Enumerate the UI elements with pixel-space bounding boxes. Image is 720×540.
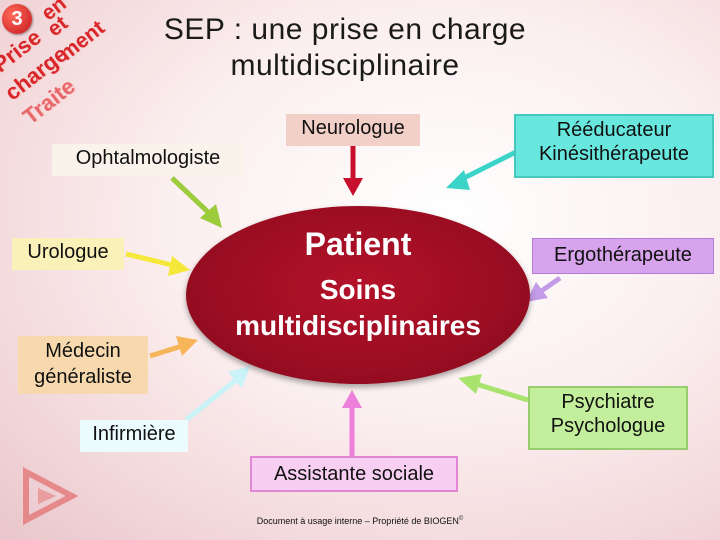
footer-label: Document à usage interne – Propriété de … xyxy=(257,516,459,526)
reeducateur-line-1: Rééducateur xyxy=(520,118,708,142)
reeducateur-box: Rééducateur Kinésithérapeute xyxy=(514,114,714,178)
patient-label: Patient xyxy=(186,226,530,263)
assistante-sociale-box: Assistante sociale xyxy=(250,456,458,492)
urologue-arrow xyxy=(126,254,190,276)
soins-line-2: multidisciplinaires xyxy=(186,308,530,344)
assistante-arrow xyxy=(342,390,362,456)
reeducateur-arrow xyxy=(446,150,520,190)
psychiatre-line-1: Psychiatre xyxy=(534,390,682,414)
copyright-mark: © xyxy=(459,516,463,522)
ergotherapeute-arrow xyxy=(526,278,560,302)
neurologue-arrow xyxy=(343,146,363,196)
ophtalmologiste-arrow xyxy=(172,178,222,228)
psychiatre-arrow xyxy=(458,374,528,400)
psychiatre-psychologue-box: Psychiatre Psychologue xyxy=(528,386,688,450)
soins-label: Soins multidisciplinaires xyxy=(186,272,530,344)
infirmiere-arrow xyxy=(186,366,250,420)
play-logo-icon xyxy=(18,466,78,526)
footer-text: Document à usage interne – Propriété de … xyxy=(240,516,480,526)
psychologue-line-2: Psychologue xyxy=(534,414,682,438)
infirmiere-box: Infirmière xyxy=(80,420,188,452)
medecin-line-1: Médecin xyxy=(22,338,144,364)
ophtalmologiste-box: Ophtalmologiste xyxy=(52,144,244,176)
medecin-line-2: généraliste xyxy=(22,364,144,390)
ergotherapeute-box: Ergothérapeute xyxy=(532,238,714,274)
soins-line-1: Soins xyxy=(186,272,530,308)
reeducateur-line-2: Kinésithérapeute xyxy=(520,142,708,166)
urologue-box: Urologue xyxy=(12,238,124,270)
neurologue-box: Neurologue xyxy=(286,114,420,146)
medecin-generaliste-box: Médecin généraliste xyxy=(18,336,148,394)
